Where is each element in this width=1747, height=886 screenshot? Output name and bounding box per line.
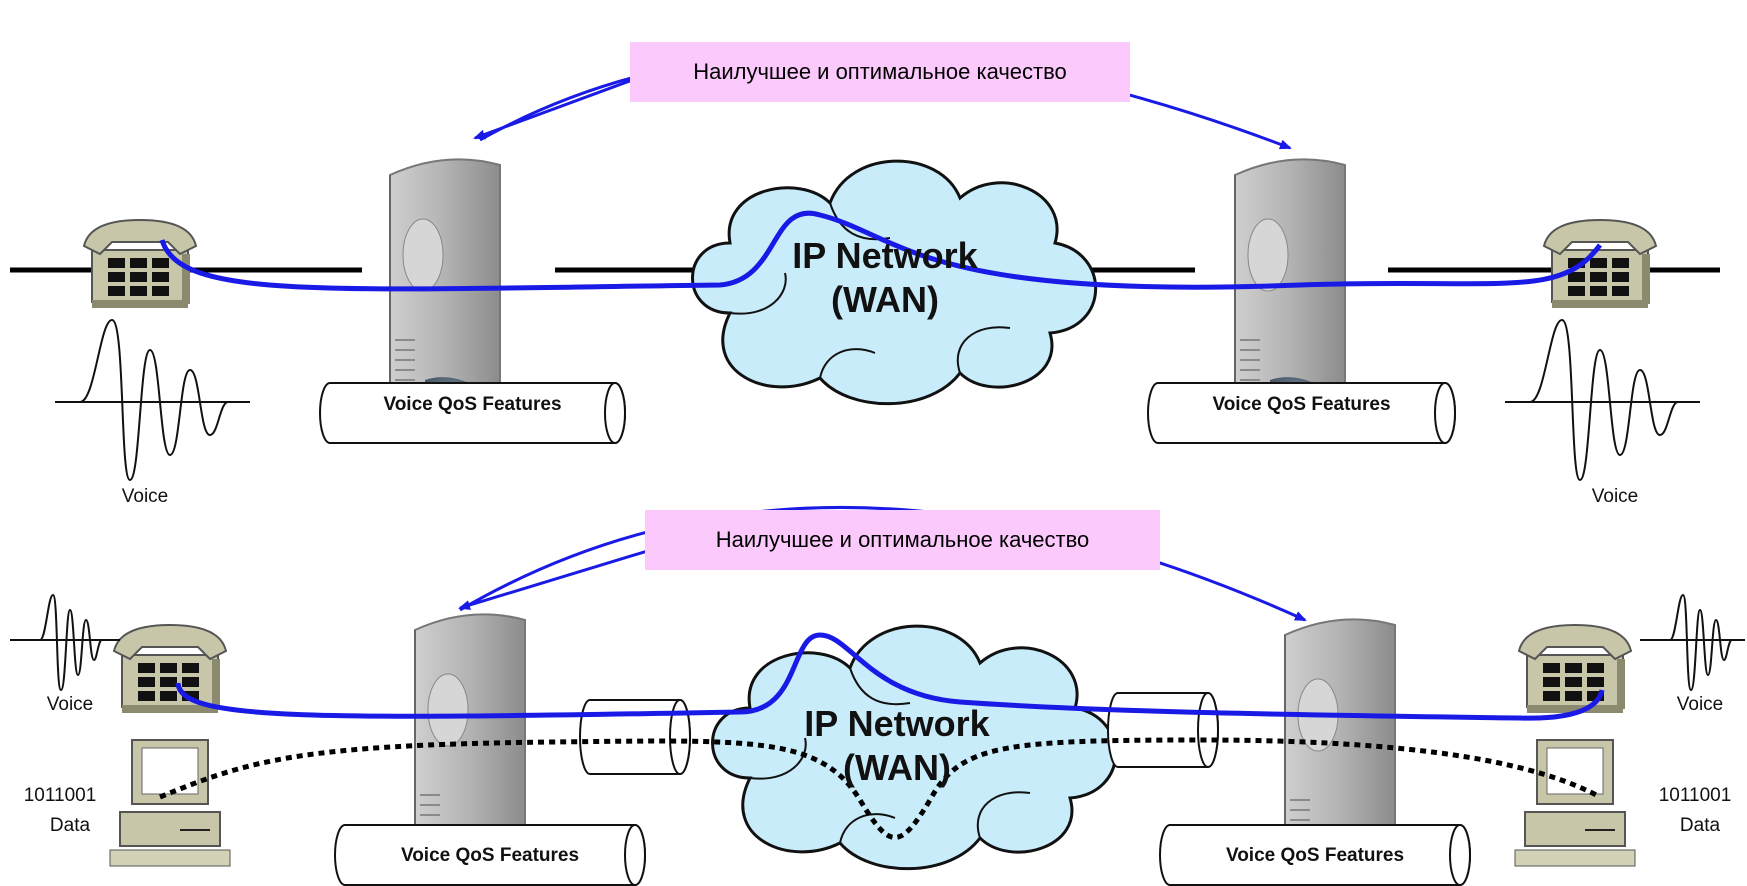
voice-label-bottom-right: Voice (1676, 694, 1724, 715)
telephone-icon (1518, 624, 1632, 714)
cloud-label-line1: IP Network (792, 235, 978, 276)
cloud-label-line1: IP Network (804, 703, 990, 744)
qos-label-top-right: Voice QoS Features (1212, 394, 1391, 415)
cloud-label-line2: (WAN) (831, 279, 939, 320)
quality-label-bottom: Наилучшее и оптимальное качество (645, 510, 1160, 570)
pipe-icon (334, 824, 646, 886)
pipe-icon (1159, 824, 1471, 886)
data-label-left: Data (49, 815, 91, 836)
data-label-right: Data (1679, 815, 1721, 836)
qos-label-bottom-right: Voice QoS Features (1225, 845, 1405, 866)
telephone-icon (113, 624, 227, 714)
pipe-icon (1107, 692, 1219, 768)
top-voice-path (159, 210, 1603, 292)
telephone-icon (1543, 219, 1657, 309)
qos-label-bottom-left: Voice QoS Features (400, 845, 580, 866)
bottom-voice-path (175, 632, 1605, 721)
voice-waveform-icon (1640, 593, 1745, 692)
voice-waveform-icon (10, 593, 120, 692)
voice-waveform-icon (55, 318, 250, 482)
qos-label-top-left: Voice QoS Features (383, 394, 562, 415)
cloud-label-bottom: IP Network (WAN) (772, 702, 1022, 790)
cloud-label-line2: (WAN) (843, 747, 951, 788)
computer-icon (1514, 739, 1636, 867)
voice-label-bottom-left: Voice (46, 694, 94, 715)
quality-label-top: Наилучшее и оптимальное качество (630, 42, 1130, 102)
voice-label-top-left: Voice (121, 486, 169, 507)
pipe-icon (1147, 382, 1456, 444)
data-bits-right: 1011001 (1658, 785, 1732, 806)
voice-label-top-right: Voice (1591, 486, 1639, 507)
voice-waveform-icon (1505, 318, 1700, 482)
pipe-icon (319, 382, 626, 444)
cloud-label-top: IP Network (WAN) (760, 234, 1010, 322)
computer-icon (109, 739, 231, 867)
data-bits-left: 1011001 (23, 785, 97, 806)
bottom-scenario (10, 505, 1745, 886)
